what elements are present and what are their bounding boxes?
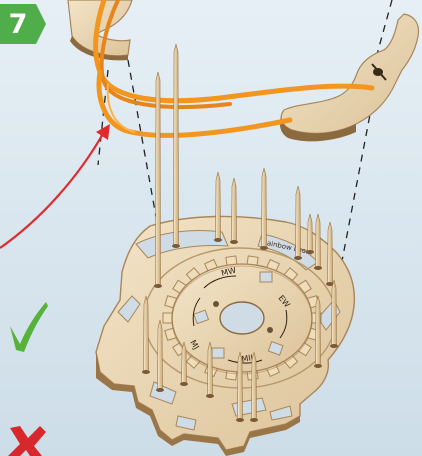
assembly-illustration: Rainbow Loom MW EW MII MJ: [0, 0, 422, 456]
